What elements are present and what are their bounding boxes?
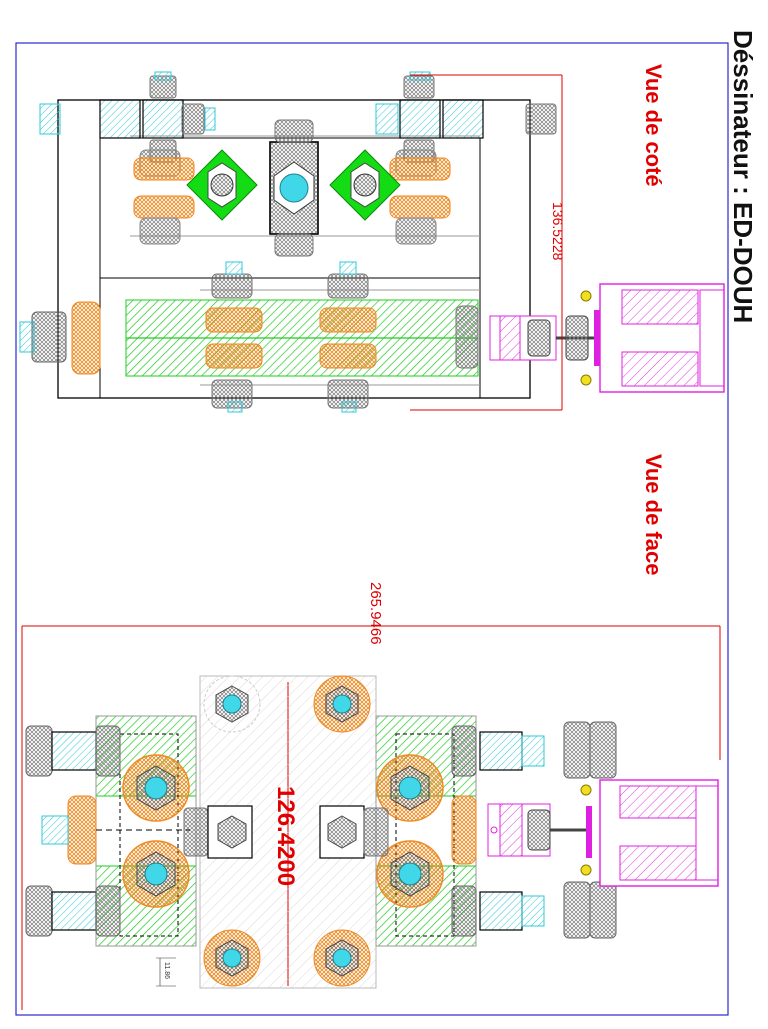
hex-nut-icon [319,261,377,413]
square-nut-icon [133,149,258,245]
front-width-dimension-value: 265.9466 [367,582,384,645]
square-nut-icon [183,805,253,859]
bearing-icon [122,754,190,822]
hex-nut-icon [25,725,121,937]
author-label: Déssinateur : ED-DOUH [728,30,758,324]
front-view-title: Vue de face [641,454,666,576]
hex-nut-icon [375,71,557,163]
drawing-border [15,42,729,1016]
bearing-icon [122,840,190,908]
square-nut-icon [329,149,451,245]
front-orange-spacer [67,795,97,865]
front-center-dimension-value: 126.4200 [272,786,299,887]
shaft-coupling-icon [487,803,590,857]
hex-nut-icon [203,929,261,987]
small-dimension-value: 11.86 [163,962,170,979]
bearing-icon [376,840,444,908]
hex-nut-icon [203,675,261,733]
stepper-motor-icon [580,779,719,887]
hex-nut-icon [451,721,617,939]
hex-nut-icon [269,119,319,257]
side-view [19,71,725,413]
hex-nut-icon [31,311,67,363]
hex-nut-icon [205,261,263,413]
side-orange-spacer [71,301,101,375]
stepper-motor-icon [580,283,725,393]
front-view [21,625,721,1010]
square-nut-icon [319,805,389,859]
hex-nut-icon [39,71,216,163]
hex-nut-icon [313,929,371,987]
side-frame [57,99,531,399]
side-dimension-value: 136.5228 [550,202,566,261]
hex-nut-icon [313,675,371,733]
side-view-title: Vue de coté [641,64,666,187]
bearing-icon [376,754,444,822]
front-orange-spacer [451,795,477,865]
shaft-coupling-icon [489,315,600,361]
